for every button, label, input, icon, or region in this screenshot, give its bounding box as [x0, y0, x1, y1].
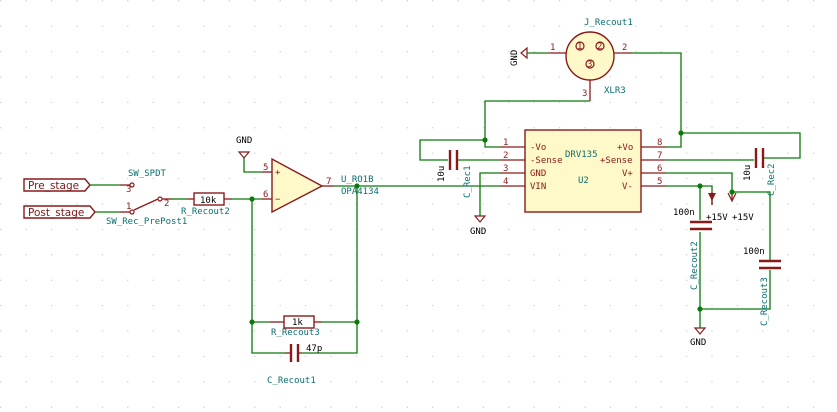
junction-gnd-caps [697, 306, 703, 312]
power-15v-a-text: +15V [706, 213, 728, 223]
r-recout2-value: 10k [200, 196, 217, 206]
drv-pin6-label: V+ [622, 169, 633, 179]
drv-pin3-number: 3 [503, 164, 508, 174]
drv-pin6-number: 6 [657, 164, 662, 174]
power-15v-a: +15V [706, 192, 728, 223]
opamp-pin6-number: 6 [263, 190, 268, 200]
junction-fb-left [249, 319, 255, 325]
xlr-pin2-number: 2 [622, 43, 627, 53]
junction-opamp-out [354, 183, 360, 189]
c-rec1-value: 10u [437, 166, 447, 182]
drv-pin7-number: 7 [657, 151, 662, 161]
opamp-part: OPA4134 [341, 187, 379, 197]
gnd-text-drv: GND [470, 227, 486, 237]
capacitor-c-recout2[interactable]: 100n C_Recout2 [673, 208, 712, 290]
c-recout1-ref: C_Recout1 [267, 376, 316, 386]
gnd-text-bottom: GND [690, 338, 706, 348]
wire-fb-right [302, 186, 358, 354]
resistor-r-recout2[interactable]: 10k R_Recout2 [181, 192, 232, 217]
gnd-symbol-opamp: GND [236, 136, 262, 173]
capacitor-c-recout3[interactable]: 100n C_Recout3 [743, 247, 781, 326]
gnd-text-xlr: GND [510, 50, 520, 66]
r-recout3-value: 1k [292, 318, 303, 328]
wire-cout2-bottom [699, 232, 771, 310]
c-recout2-ref: C_Recout2 [690, 241, 700, 290]
resistor-r-recout3[interactable]: 1k R_Recout3 [270, 315, 322, 338]
wire-crec1-left [419, 139, 500, 161]
gnd-text-opamp: GND [236, 136, 252, 146]
drv-pin4-label: VIN [530, 182, 546, 192]
wire-cout3-top [732, 191, 771, 260]
drv-pin5-label: V- [622, 182, 633, 192]
opamp-plus-symbol: + [275, 168, 281, 178]
label-post-stage[interactable]: Post_stage [23, 205, 96, 219]
wire-fb-left-cap [251, 322, 285, 354]
switch-spdt[interactable]: 3 1 2 SW_SPDT SW_Rec_PrePost1 [106, 169, 187, 227]
drv-pin2-number: 2 [503, 151, 508, 161]
gnd-symbol-bottom: GND [690, 327, 707, 348]
drv-pin1-label: -Vo [530, 143, 546, 153]
c-recout3-value: 100n [743, 247, 765, 257]
opamp-u-ro1b[interactable]: + − 5 6 7 U_RO1B OPA4134 [262, 157, 379, 214]
capacitor-c-recout1[interactable]: 47p C_Recout1 [267, 344, 322, 386]
switch-pin3-number: 3 [126, 185, 131, 195]
drv-pin2-label: -Sense [530, 156, 563, 166]
opamp-minus-symbol: − [275, 195, 281, 205]
opamp-ref: U_RO1B [341, 175, 374, 185]
c-rec2-value: 10u [743, 165, 753, 181]
xlr-pin3-number: 3 [582, 89, 587, 99]
junction-fb-right [354, 319, 360, 325]
r-recout3-ref: R_Recout3 [271, 328, 320, 338]
label-pre-stage[interactable]: Pre_stage [23, 178, 91, 192]
switch-pin2-number: 2 [164, 199, 169, 209]
drv-pin4-number: 4 [503, 177, 508, 187]
opamp-pin7-number: 7 [326, 177, 331, 187]
r-recout2-ref: R_Recout2 [181, 207, 230, 217]
xlr-inner-1: 1 [577, 42, 582, 52]
switch-pin1-number: 1 [126, 202, 131, 212]
junction-vminus [697, 183, 703, 189]
xlr-pin1-number: 1 [550, 43, 555, 53]
switch-ref: SW_Rec_PrePost1 [106, 217, 187, 227]
c-rec1-ref: C_Rec1 [463, 165, 473, 198]
power-15v-b-text: +15V [732, 213, 754, 223]
drv-pin8-label: +Vo [617, 143, 633, 153]
xlr-inner-3: 3 [587, 60, 592, 70]
junction-drv-pin8 [678, 130, 684, 136]
capacitor-c-rec2[interactable]: 10u C_Rec2 [743, 148, 777, 196]
drv-ref: U2 [578, 176, 589, 186]
c-recout3-ref: C_Recout3 [760, 277, 770, 326]
wire-crec2-right [666, 132, 801, 159]
drv-pin1-number: 1 [503, 138, 508, 148]
opamp-pin5-number: 5 [263, 163, 268, 173]
drv-part: DRV135 [565, 150, 598, 160]
drv-pin5-number: 5 [657, 177, 662, 187]
drv-pin7-label: +Sense [600, 156, 633, 166]
wire-xlr2-to-drv8 [632, 52, 682, 133]
junction-drv-pin1 [482, 137, 488, 143]
junction-opamp-minus [249, 196, 255, 202]
wire-xlr3-to-drv1 [484, 100, 590, 140]
xlr-ref: J_Recout1 [584, 18, 633, 28]
label-post-stage-text: Post_stage [28, 207, 84, 219]
c-rec2-ref: C_Rec2 [767, 163, 777, 196]
xlr-connector[interactable]: 1 2 3 1 2 3 J_Recout1 XLR3 [548, 18, 633, 101]
switch-name: SW_SPDT [128, 169, 167, 179]
junction-vplus [729, 189, 735, 195]
label-pre-stage-text: Pre_stage [28, 180, 79, 192]
c-recout1-value: 47p [306, 344, 322, 354]
drv-pin3-label: GND [530, 169, 546, 179]
gnd-symbol-xlr: GND [510, 46, 548, 66]
gnd-symbol-drv: GND [470, 172, 500, 237]
xlr-part: XLR3 [604, 86, 626, 96]
ic-drv135[interactable]: 1 2 3 4 -Vo -Sense GND VIN 8 7 6 5 +Vo +… [500, 129, 666, 213]
xlr-inner-2: 2 [597, 42, 602, 52]
wire-vplus [666, 172, 733, 192]
drv-pin8-number: 8 [657, 138, 662, 148]
c-recout2-value: 100n [673, 208, 695, 218]
capacitor-c-rec1[interactable]: 10u C_Rec1 [437, 150, 473, 198]
